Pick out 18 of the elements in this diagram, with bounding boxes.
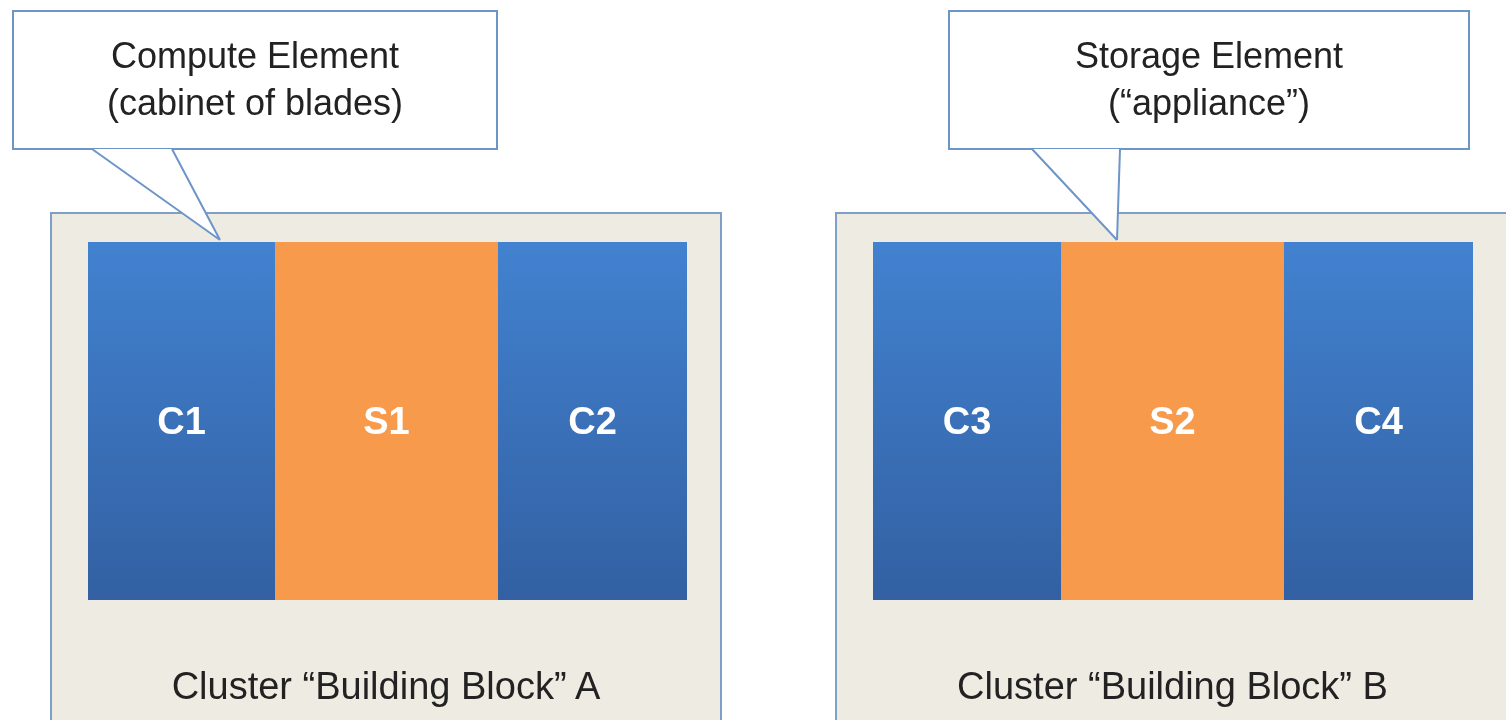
- cluster-panel: [50, 212, 722, 720]
- bar-label: C2: [568, 399, 617, 443]
- bar-label: C4: [1354, 399, 1403, 443]
- callout-text: Storage Element (“appliance”): [1073, 34, 1345, 125]
- compute-bar: [498, 242, 687, 600]
- panel-label: Cluster “Building Block” B: [956, 665, 1389, 708]
- bar-label: C1: [157, 399, 206, 443]
- compute-bar: [88, 242, 275, 600]
- cluster-panel: [835, 212, 1506, 720]
- storage-bar: [275, 242, 498, 600]
- bar-label: C3: [942, 399, 992, 443]
- bar-label: S1: [363, 399, 410, 443]
- bar-label: S2: [1149, 399, 1196, 443]
- compute-bar: [873, 242, 1061, 600]
- compute-bar: [1284, 242, 1473, 600]
- callout-text: Compute Element (cabinet of blades): [105, 34, 405, 125]
- storage-bar: [1061, 242, 1284, 600]
- panel-label: Cluster “Building Block” A: [170, 665, 602, 708]
